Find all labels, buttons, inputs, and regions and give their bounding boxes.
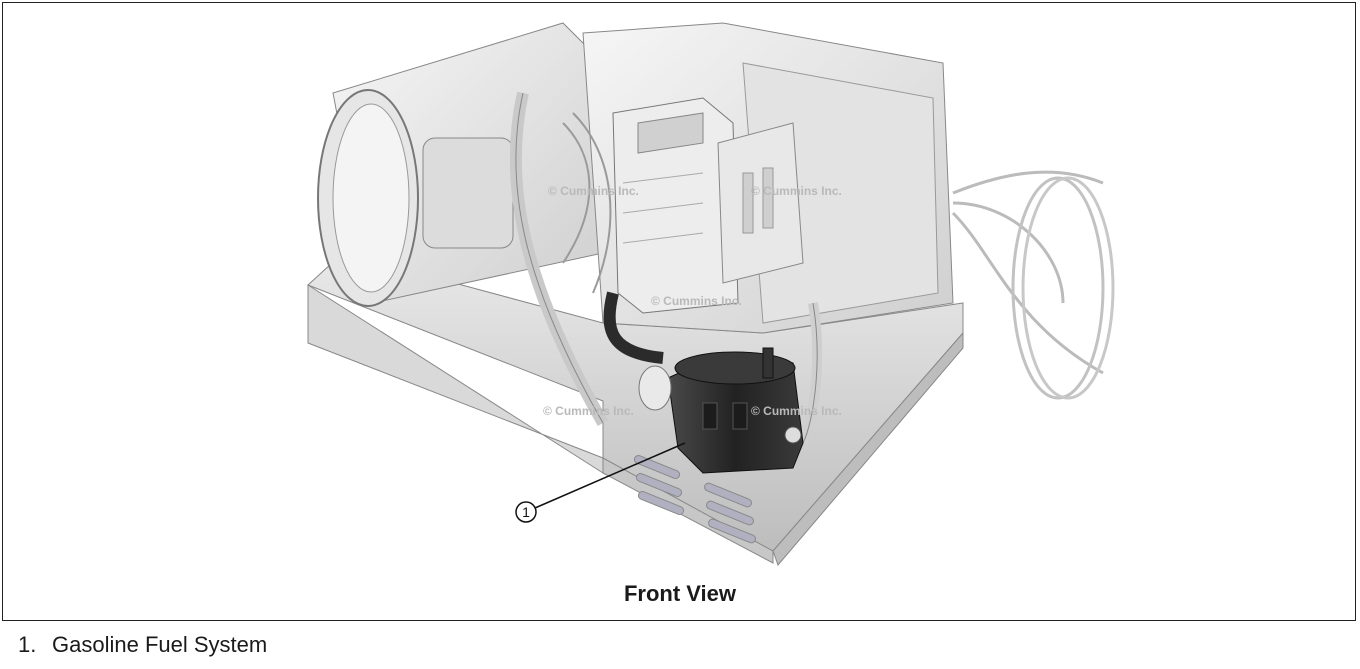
svg-text:© Cummins Inc.: © Cummins Inc.	[751, 184, 842, 198]
callout-number: 1	[522, 504, 530, 520]
svg-text:© Cummins Inc.: © Cummins Inc.	[543, 404, 634, 418]
svg-text:© Cummins Inc.: © Cummins Inc.	[651, 294, 742, 308]
control-box	[612, 97, 804, 314]
callout-1: 1	[515, 442, 686, 523]
figure-frame: © Cummins Inc. © Cummins Inc. © Cummins …	[2, 2, 1356, 621]
svg-text:© Cummins Inc.: © Cummins Inc.	[751, 404, 842, 418]
legend-item: 1. Gasoline Fuel System	[18, 632, 267, 658]
hoses-and-wiring	[509, 91, 1115, 446]
gasoline-fuel-system	[638, 347, 804, 474]
legend-item-number: 1.	[18, 632, 37, 657]
generator-illustration: © Cummins Inc. © Cummins Inc. © Cummins …	[307, 22, 1115, 566]
svg-text:© Cummins Inc.: © Cummins Inc.	[548, 184, 639, 198]
legend: 1. Gasoline Fuel System	[18, 632, 267, 658]
figure-caption: Front View	[623, 581, 737, 606]
callout-bubble	[515, 501, 537, 523]
exhaust-muffler	[317, 22, 604, 307]
base-tray	[307, 252, 964, 566]
watermarks: © Cummins Inc. © Cummins Inc. © Cummins …	[543, 184, 842, 418]
legend-item-label: Gasoline Fuel System	[52, 632, 268, 657]
vent-slots	[633, 455, 756, 544]
